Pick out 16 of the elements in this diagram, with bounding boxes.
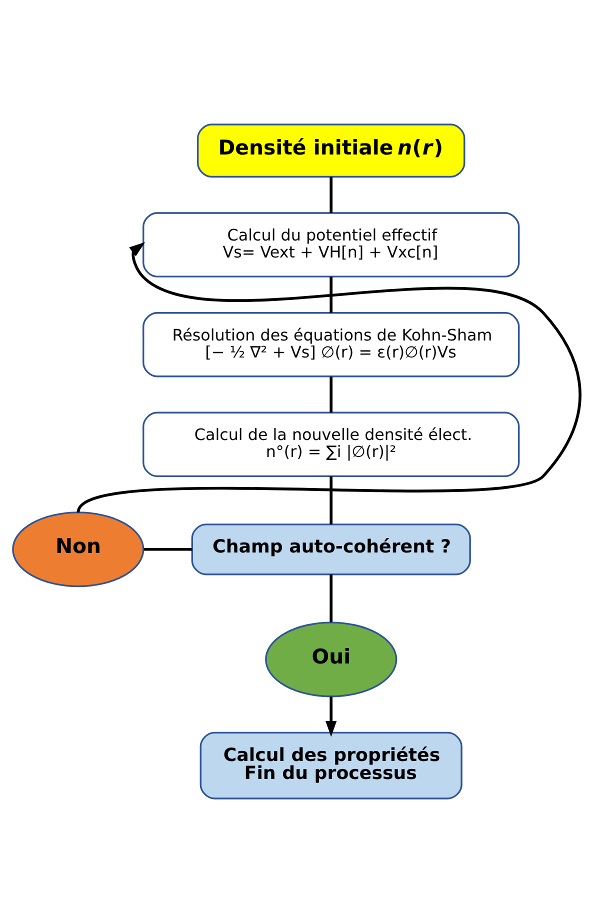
- node-ellipse: Oui: [265, 622, 398, 698]
- connector: [330, 574, 333, 622]
- node-box: Calcul du potentiel effectif Vs= Vext + VH[n] + Vxc[n]: [142, 212, 520, 278]
- connector: [330, 376, 333, 413]
- arrow: [77, 242, 582, 514]
- node-box: Densité initiale n(r): [196, 124, 466, 178]
- node-box: Calcul des propriétés Fin du processus: [200, 732, 462, 800]
- connector: [144, 548, 192, 551]
- connector: [330, 476, 333, 524]
- arrow: [326, 696, 337, 737]
- node-box: Champ auto-cohérent ?: [191, 524, 471, 576]
- connector: [330, 176, 333, 213]
- node-box: Résolution des équations de Kohn-Sham [− ½ ∇² + Vs] ∅(r) = ε(r)∅(r)Vs: [142, 312, 520, 378]
- node-ellipse: Non: [12, 512, 144, 588]
- connector: [330, 276, 333, 313]
- node-box: Calcul de la nouvelle densité élect. n°(r) = ∑i |∅(r)|²: [142, 412, 520, 478]
